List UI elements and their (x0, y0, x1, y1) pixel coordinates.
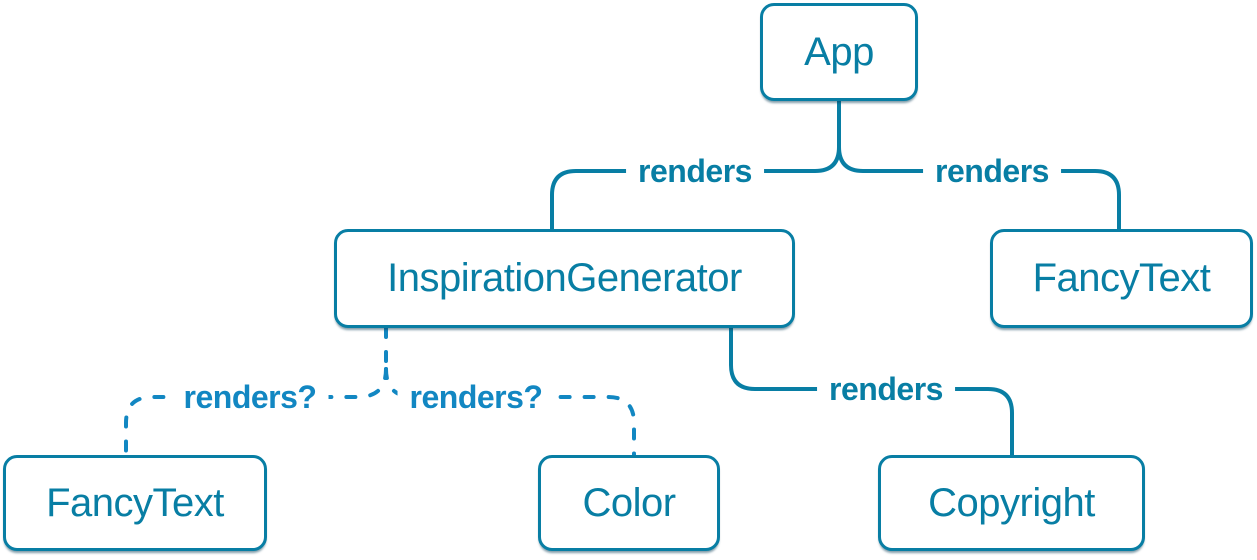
node-fancy-text-bottom-label: FancyText (46, 480, 224, 525)
node-copyright: Copyright (878, 455, 1145, 551)
edge-inspiration-generator-to-color (384, 367, 636, 457)
node-app-label: App (804, 29, 874, 74)
edge-label-app-to-fancy-text: renders (923, 155, 1061, 187)
edge-label-inspiration-generator-to-color: renders? (397, 381, 555, 413)
node-fancy-text-top: FancyText (990, 229, 1253, 328)
node-inspiration-generator-label: InspirationGenerator (387, 256, 742, 300)
node-fancy-text-bottom: FancyText (3, 455, 267, 551)
node-fancy-text-top-label: FancyText (1032, 256, 1211, 300)
edge-label-app-to-inspiration-generator: renders (626, 155, 764, 187)
edge-label-inspiration-generator-to-fancy-text: renders? (171, 381, 329, 413)
edge-label-inspiration-generator-to-copyright: renders (817, 373, 955, 405)
node-color-label: Color (582, 480, 676, 525)
node-color: Color (538, 455, 720, 551)
node-copyright-label: Copyright (928, 480, 1095, 525)
node-inspiration-generator: InspirationGenerator (334, 229, 795, 328)
node-app: App (760, 3, 918, 101)
